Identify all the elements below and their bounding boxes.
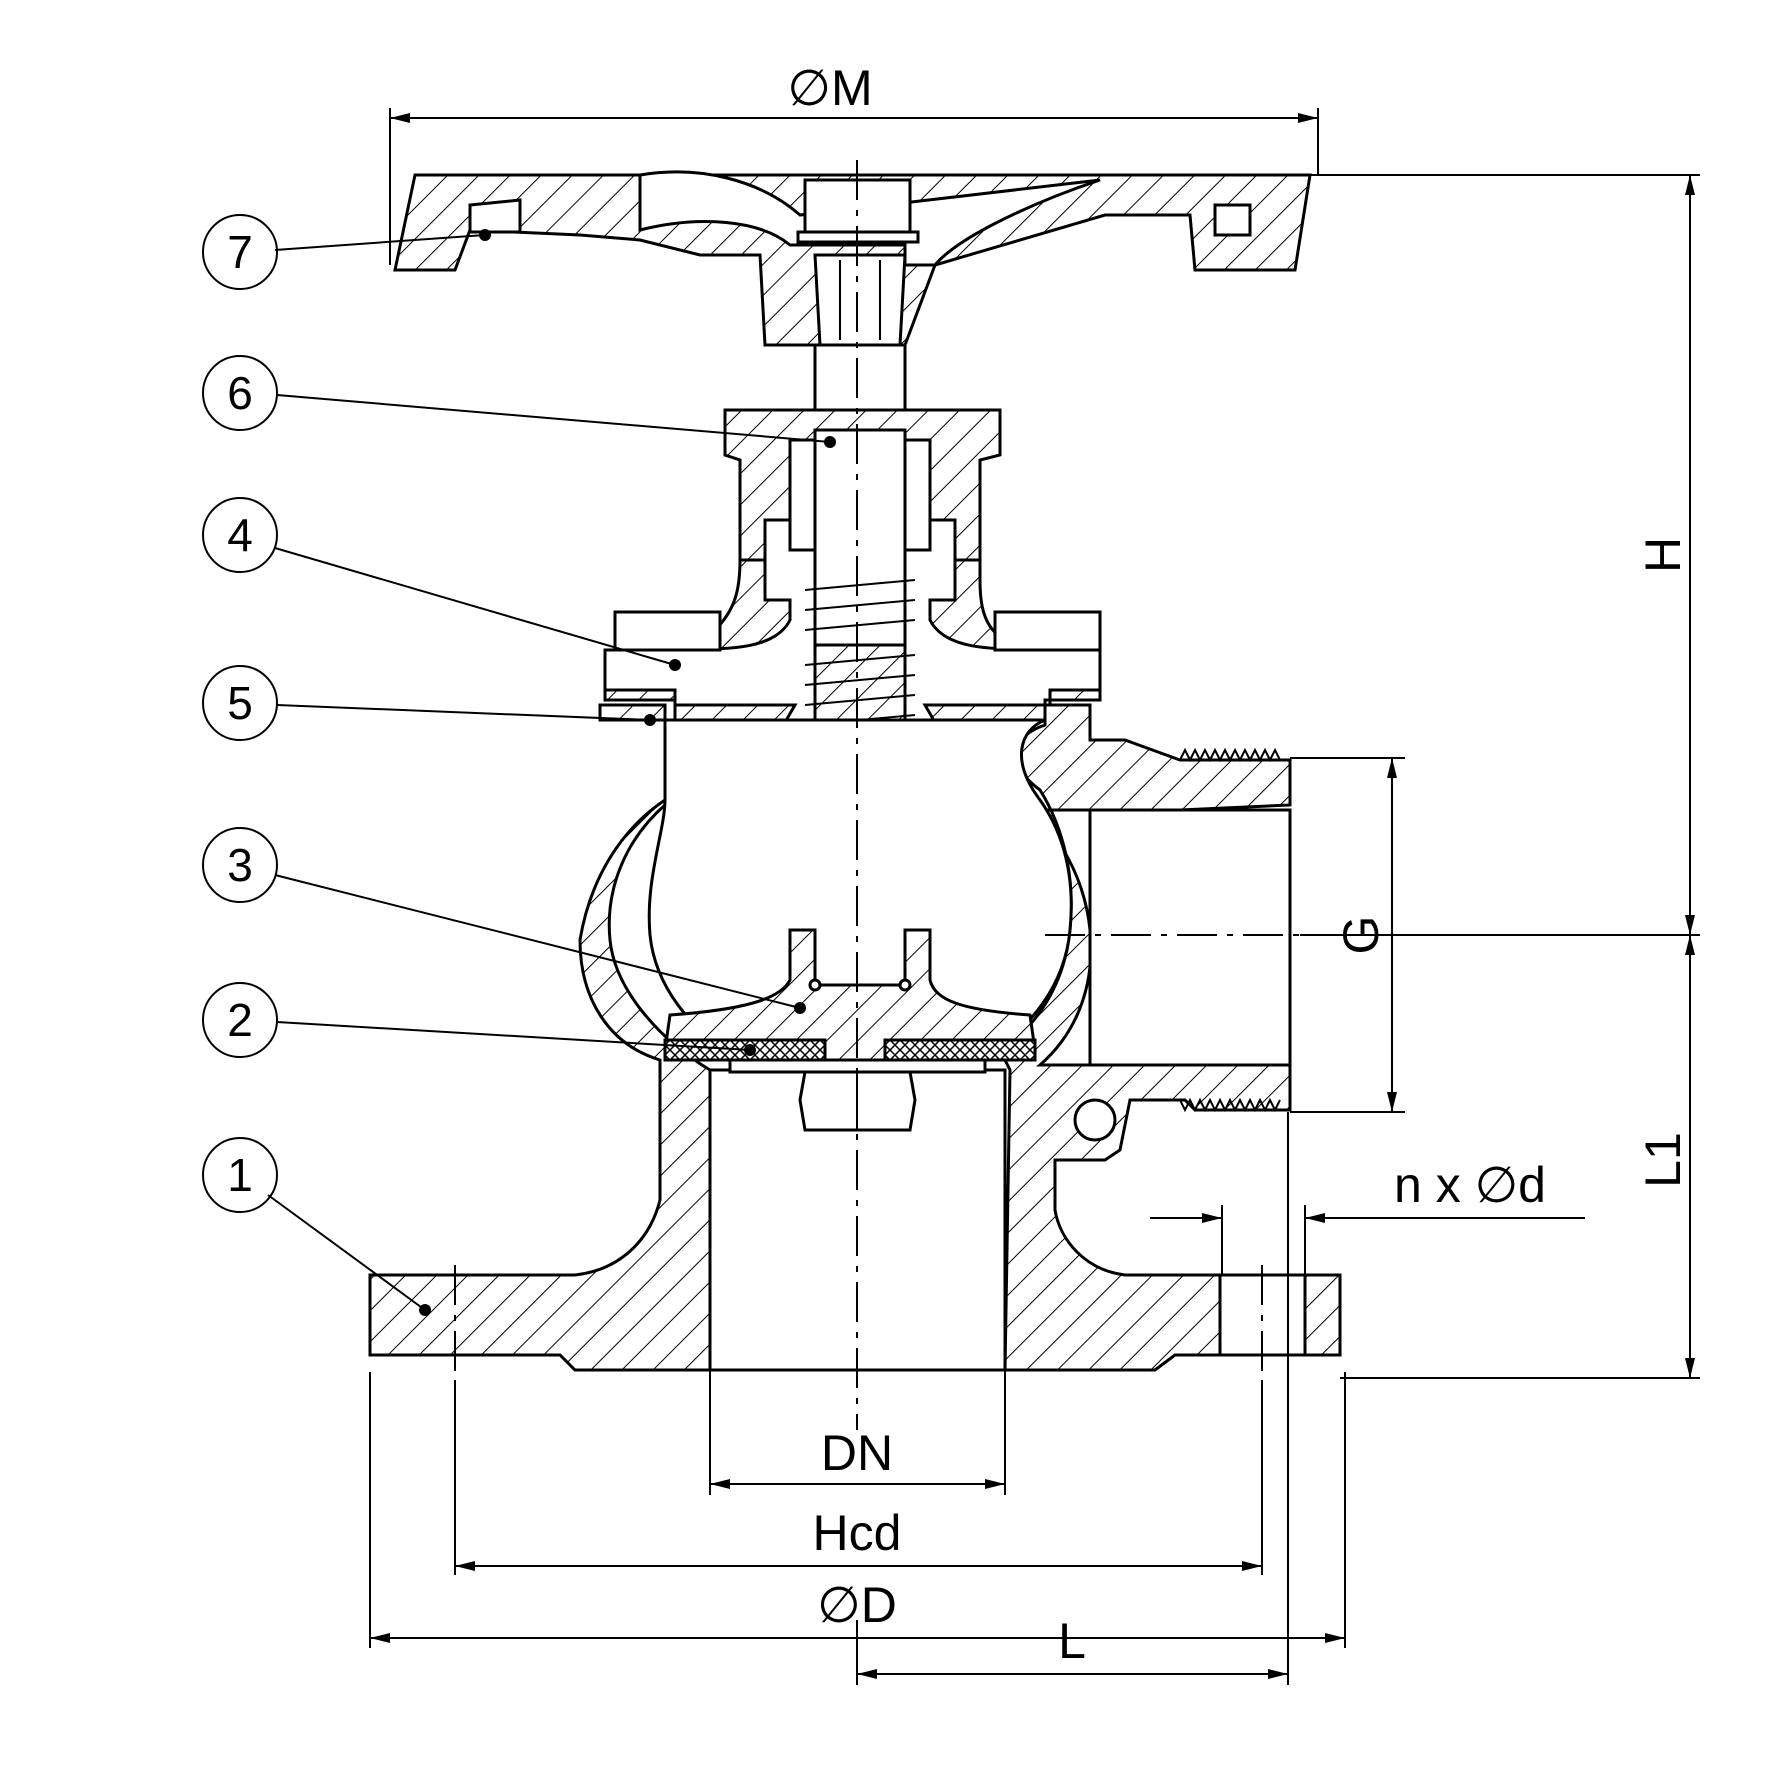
dim-L: L	[1058, 1613, 1086, 1669]
drain-plug	[1073, 1098, 1117, 1142]
dim-DN: DN	[821, 1425, 893, 1481]
callout-5-label: 5	[227, 677, 253, 729]
handwheel	[393, 170, 1312, 347]
dim-G: G	[1333, 916, 1389, 955]
callout-6	[202, 355, 278, 431]
dim-M: ∅M	[787, 60, 872, 116]
dim-nd: n x ∅d	[1394, 1157, 1546, 1213]
callout-1	[202, 1137, 278, 1213]
bonnet-bolt-right	[993, 610, 1102, 652]
gland-nut	[723, 408, 1002, 562]
dim-L1: L1	[1635, 1132, 1691, 1188]
bonnet-bolt-left	[613, 610, 722, 652]
callout-1-label: 1	[227, 1149, 253, 1201]
callout-4	[202, 497, 278, 573]
dimension-lines	[369, 108, 1700, 1685]
callout-3	[202, 827, 278, 903]
callout-2-label: 2	[227, 994, 253, 1046]
callout-3-label: 3	[227, 839, 253, 891]
callout-4-label: 4	[227, 509, 253, 561]
bonnet	[603, 558, 1102, 792]
dimension-labels: ∅M H G L1 n x ∅d DN Hcd ∅D L	[787, 60, 1691, 1669]
dim-Hcd: Hcd	[813, 1505, 902, 1561]
callout-7	[202, 214, 278, 290]
dim-D: ∅D	[817, 1577, 897, 1633]
dim-H: H	[1635, 537, 1691, 573]
callout-7-label: 7	[227, 226, 253, 278]
outlet-bore	[1088, 808, 1292, 1067]
callout-6-label: 6	[227, 367, 253, 419]
centerlines	[454, 160, 1300, 1430]
seat-ring-right	[883, 1038, 1037, 1062]
callout-5	[202, 665, 278, 741]
callout-2	[202, 982, 278, 1058]
part-callouts: 7 6 4 5 3 2 1	[202, 214, 836, 1316]
